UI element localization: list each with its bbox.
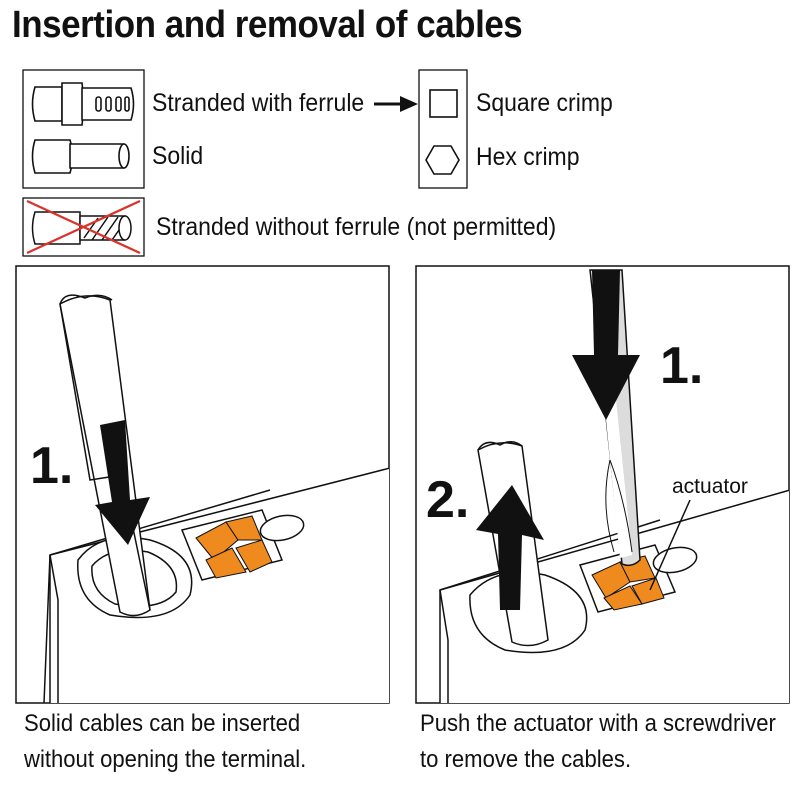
actuator-pointer <box>649 499 691 591</box>
label-stranded-with-ferrule: Stranded with ferrule <box>152 89 365 117</box>
label-solid: Solid <box>152 142 204 170</box>
removal-caption-line2: to remove the cables. <box>420 746 632 773</box>
remove-step-2: 2. <box>426 471 470 529</box>
ferrule-arrow-icon <box>374 96 418 112</box>
ferrule-type-box <box>22 69 468 257</box>
legend-box-left <box>22 69 145 189</box>
insert-step-1: 1. <box>30 437 74 495</box>
clamp-spring <box>195 515 273 579</box>
test-port <box>259 514 305 542</box>
insertion-caption-line1: Solid cables can be inserted <box>24 710 301 737</box>
label-hex-crimp: Hex crimp <box>476 143 580 171</box>
insertion-caption-line2: without opening the terminal. <box>24 746 307 773</box>
label-square-crimp: Square crimp <box>476 89 613 117</box>
insertion-caption: Solid cables can be inserted without ope… <box>24 706 306 778</box>
legend-box-not-permitted <box>22 197 145 257</box>
push-arrow-icon <box>572 270 640 420</box>
actuator-label: actuator <box>672 475 748 498</box>
ferrule-icon <box>31 82 135 126</box>
remove-step-1: 1. <box>660 337 704 395</box>
solid-cable-icon <box>31 139 130 174</box>
square-crimp-icon <box>429 89 458 118</box>
removal-caption: Push the actuator with a screwdriver to … <box>420 706 776 778</box>
legend-box-crimp <box>418 69 468 189</box>
test-port <box>652 546 698 574</box>
not-permitted-cross-icon <box>26 200 141 254</box>
label-stranded-without-ferrule: Stranded without ferrule (not permitted) <box>156 213 557 241</box>
hex-crimp-icon <box>425 145 460 175</box>
insert-arrow-icon <box>95 420 150 545</box>
page-title: Insertion and removal of cables <box>12 4 523 46</box>
terminal-block <box>49 467 389 703</box>
pull-arrow-icon <box>476 485 544 610</box>
removal-caption-line1: Push the actuator with a screwdriver <box>420 710 776 737</box>
